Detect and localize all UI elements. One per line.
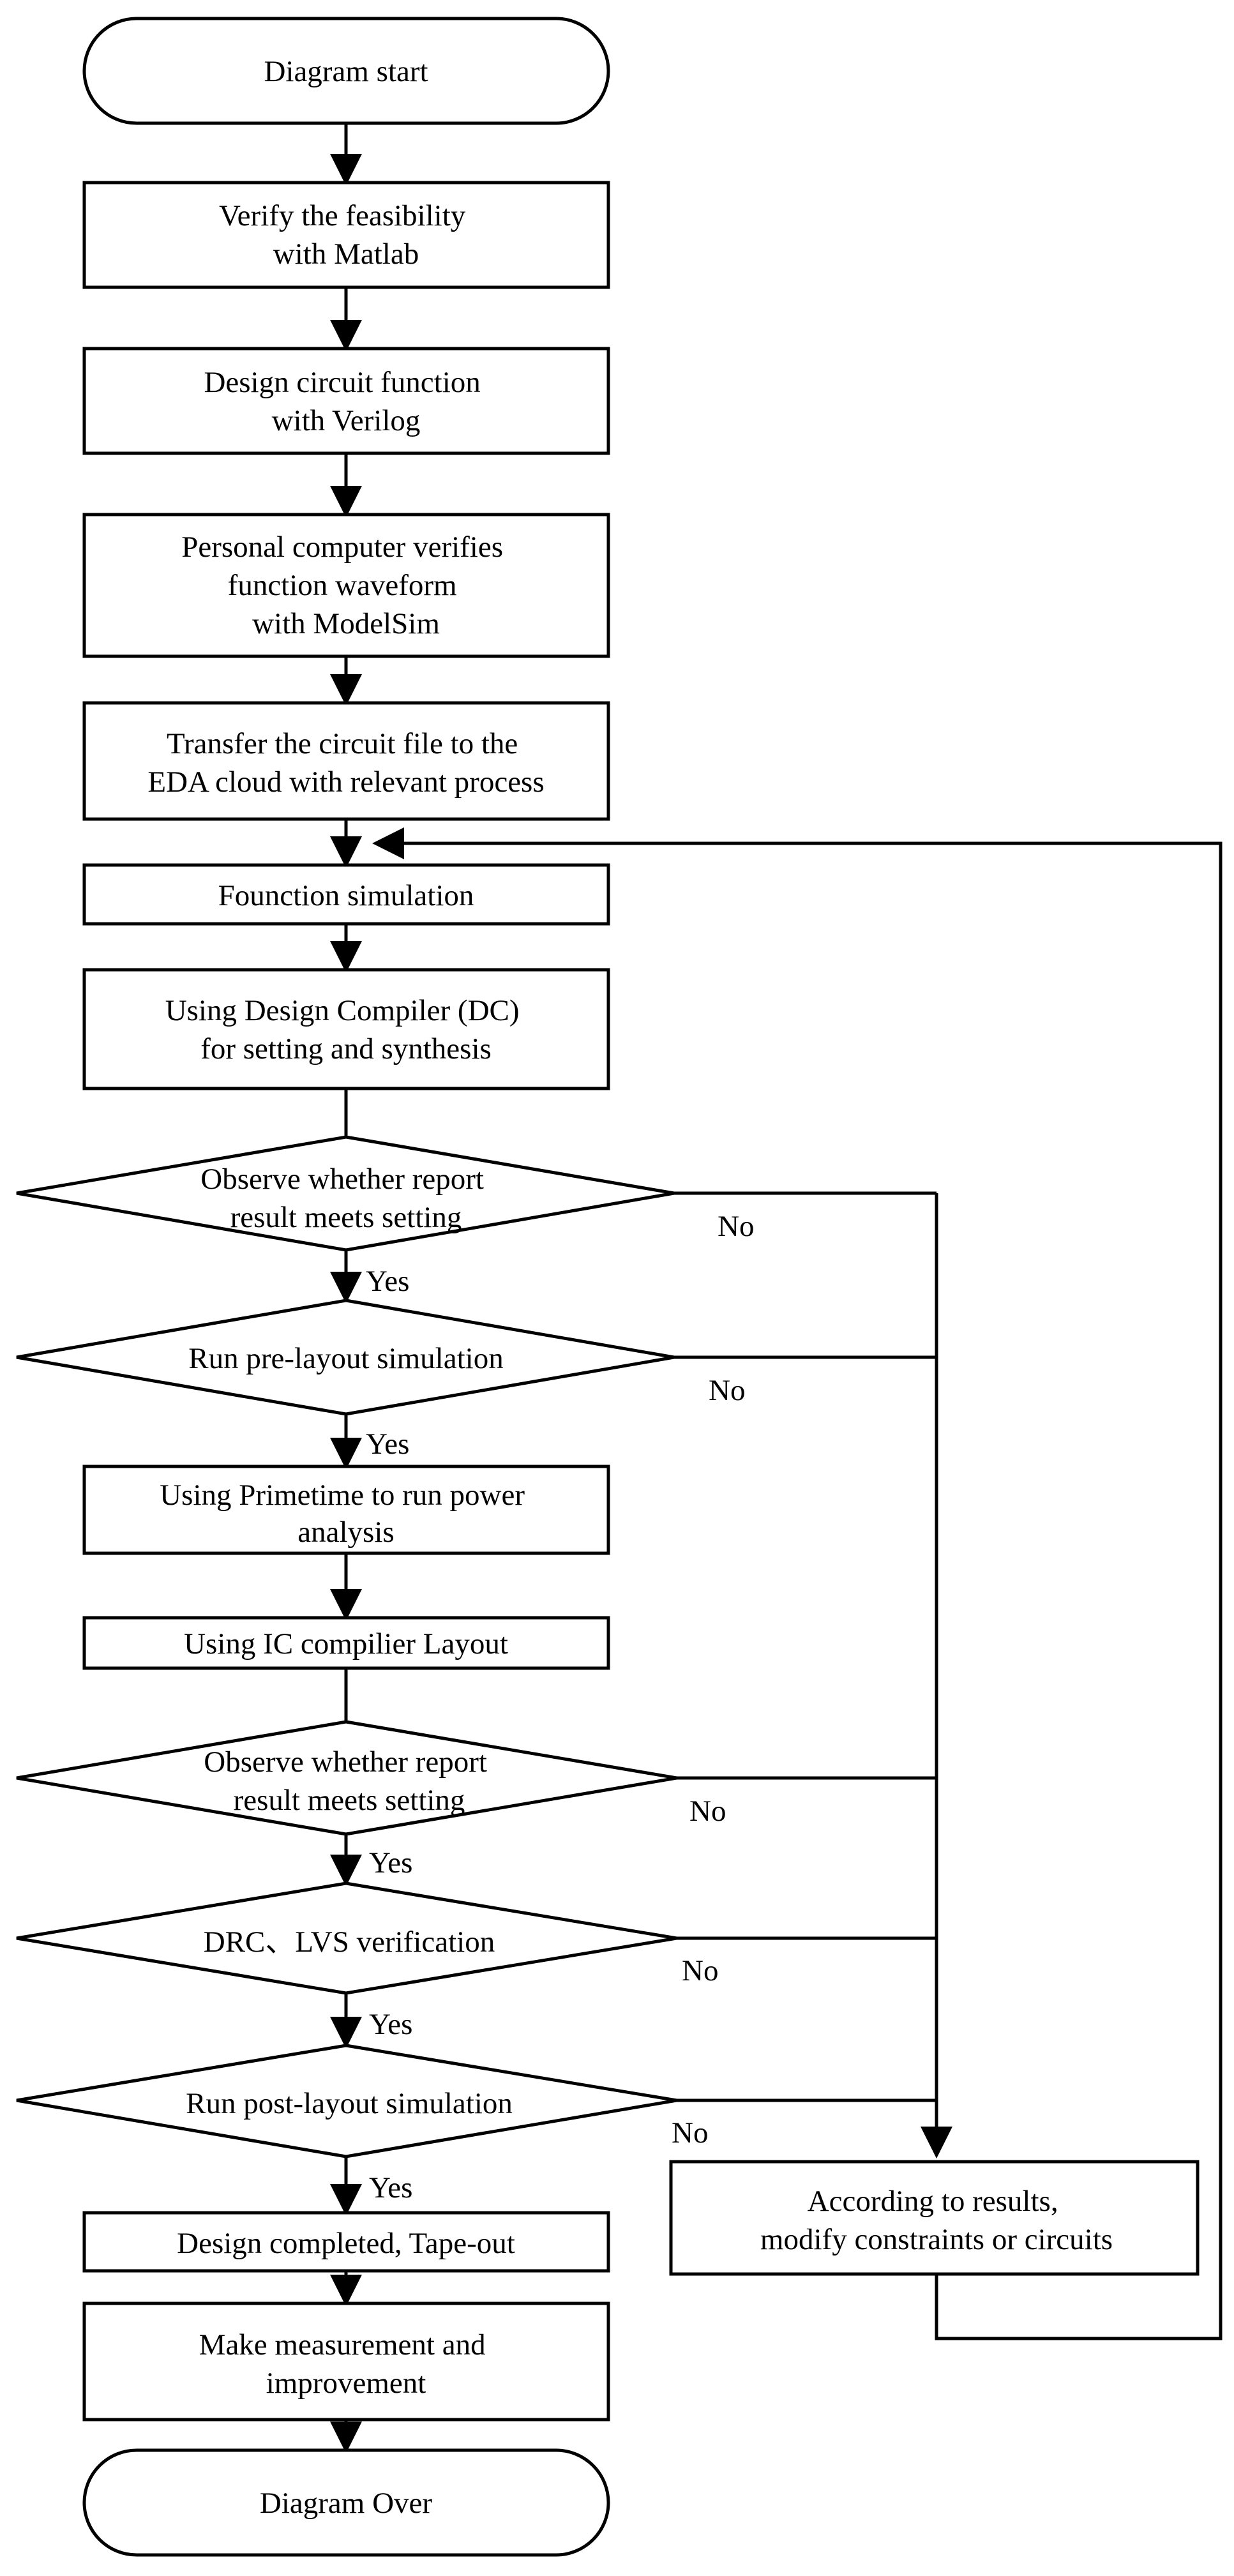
verify-matlab-box [82, 181, 610, 289]
design-verilog-label: Design circuit function with Verilog [204, 366, 488, 437]
observe2-decision [16, 1720, 677, 1836]
postlayout-decision [16, 2044, 677, 2158]
modelsim-label: Personal computer verifies function wave… [181, 531, 511, 640]
no-label-prelayout: No [709, 1374, 745, 1407]
func-sim-label: Founction simulation [218, 879, 474, 912]
yes-label-observe1: Yes [366, 1265, 409, 1298]
dc-synth-box [82, 968, 610, 1090]
func-sim-box [82, 863, 610, 926]
measure-box [82, 2301, 610, 2422]
observe1-decision [16, 1135, 675, 1252]
drc-lvs-label: DRC、LVS verification [204, 1925, 495, 1959]
design-verilog-box [82, 347, 610, 455]
yes-label-postlayout: Yes [369, 2171, 412, 2204]
no-label-postlayout: No [672, 2116, 708, 2150]
icc-layout-box [82, 1616, 610, 1670]
tapeout-box [82, 2211, 610, 2273]
start-label: Diagram start [264, 55, 428, 88]
prelayout-decision [16, 1299, 675, 1416]
modify-box [669, 2160, 1200, 2276]
drc-lvs-decision [16, 1881, 677, 1995]
prelayout-label: Run pre-layout simulation [188, 1342, 503, 1375]
transfer-box [82, 701, 610, 821]
no-label-observe2: No [689, 1795, 726, 1828]
yes-label-drc: Yes [369, 2008, 412, 2041]
yes-label-observe2: Yes [369, 1846, 412, 1879]
tapeout-label: Design completed, Tape-out [177, 2227, 515, 2260]
modelsim-box [82, 513, 610, 658]
observe2-label: Observe whether report result meets sett… [204, 1745, 494, 1817]
end-label: Diagram Over [260, 2487, 432, 2520]
start-terminal [82, 17, 610, 125]
dc-synth-label: Using Design Compiler (DC) for setting a… [165, 994, 527, 1066]
connectors [330, 123, 1223, 2453]
yes-label-prelayout: Yes [366, 1427, 409, 1461]
primetime-label: Using Primetime to run power analysis [160, 1479, 532, 1549]
no-label-observe1: No [718, 1210, 754, 1243]
primetime-box [82, 1465, 610, 1555]
transfer-label: Transfer the circuit file to the EDA clo… [147, 727, 544, 799]
icc-layout-label: Using IC compilier Layout [184, 1627, 508, 1661]
modify-label: According to results, modify constraints… [760, 2185, 1113, 2256]
edge-feedback-loop [372, 827, 1223, 2340]
measure-label: Make measurement and improvement [199, 2328, 493, 2400]
verify-matlab-label: Verify the feasibility with Matlab [219, 199, 473, 271]
end-terminal [82, 2448, 610, 2557]
no-label-drc: No [682, 1954, 718, 1987]
postlayout-label: Run post-layout simulation [186, 2087, 513, 2120]
observe1-label: Observe whether report result meets sett… [200, 1163, 491, 1234]
